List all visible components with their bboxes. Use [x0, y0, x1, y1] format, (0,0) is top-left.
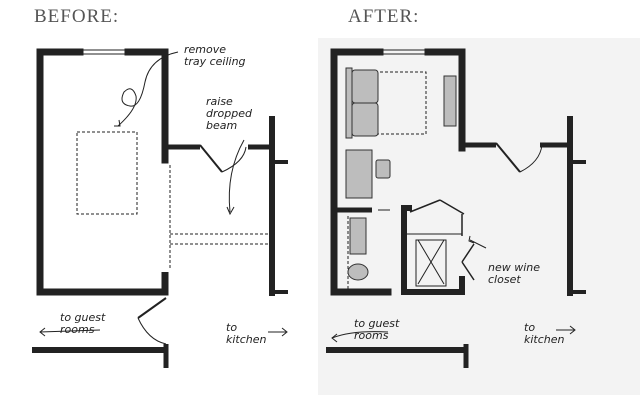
before-heading: BEFORE: — [34, 6, 120, 27]
after-guest-arrow — [331, 331, 389, 339]
side-cabinet — [443, 75, 457, 127]
before-kitchen-arrowhead — [281, 327, 288, 337]
after-heading: AFTER: — [348, 6, 420, 27]
sofa-back — [345, 67, 353, 139]
before-top-right-wall — [124, 48, 169, 164]
before-ceiling-leader — [117, 51, 179, 127]
after-wine-arrowhead — [468, 235, 475, 244]
desk-chair — [375, 159, 391, 179]
after-top-right-wall — [424, 48, 466, 152]
after-guest-arrowhead — [331, 333, 338, 343]
before-guest-arrow — [39, 329, 101, 333]
after-exterior-wall — [330, 48, 392, 296]
before-bottom-door-leaf — [137, 297, 167, 319]
sofa-cushion-top — [351, 69, 379, 104]
before-door-swing — [221, 146, 247, 173]
after-closet-side-door — [461, 243, 475, 281]
before-guest-arrowhead — [39, 327, 46, 337]
after-door-swing — [519, 144, 543, 173]
before-door-leaf — [199, 144, 223, 173]
before-beam-leader — [228, 139, 245, 213]
before-window — [80, 49, 128, 55]
sofa-cushion-bottom — [351, 102, 379, 137]
after-closet-door-leaves — [409, 199, 465, 236]
before-beam-arrowhead — [226, 206, 235, 216]
to-guest-rooms-before-note: to guest rooms — [60, 311, 106, 336]
bath-vanity — [349, 217, 367, 255]
desk — [345, 149, 373, 199]
after-kitchen-arrowhead — [569, 325, 576, 335]
to-kitchen-before-note: to kitchen — [226, 321, 267, 346]
to-guest-rooms-after-note: to guest rooms — [354, 317, 400, 342]
before-plan — [32, 48, 288, 368]
after-closet-wall — [401, 205, 465, 295]
after-furniture — [345, 67, 457, 281]
before-ceiling-arrowhead — [114, 119, 121, 127]
to-kitchen-after-note: to kitchen — [524, 321, 565, 346]
raise-dropped-beam-note: raise dropped beam — [206, 95, 252, 132]
before-bottom-door-swing — [137, 317, 167, 345]
before-exterior-wall — [36, 48, 169, 296]
after-plan — [326, 48, 586, 368]
after-wine-arrow — [469, 239, 487, 249]
after-closet-shelf — [415, 239, 447, 287]
new-wine-closet-note: new wine closet — [488, 261, 541, 286]
after-closet-x — [417, 239, 445, 285]
after-window — [380, 49, 428, 55]
after-door-leaf — [495, 142, 521, 173]
before-dropped-beam-outline — [169, 165, 272, 270]
remove-tray-ceiling-note: remove tray ceiling — [184, 43, 246, 68]
toilet — [347, 263, 369, 281]
before-tray-ceiling-outline — [76, 131, 138, 215]
